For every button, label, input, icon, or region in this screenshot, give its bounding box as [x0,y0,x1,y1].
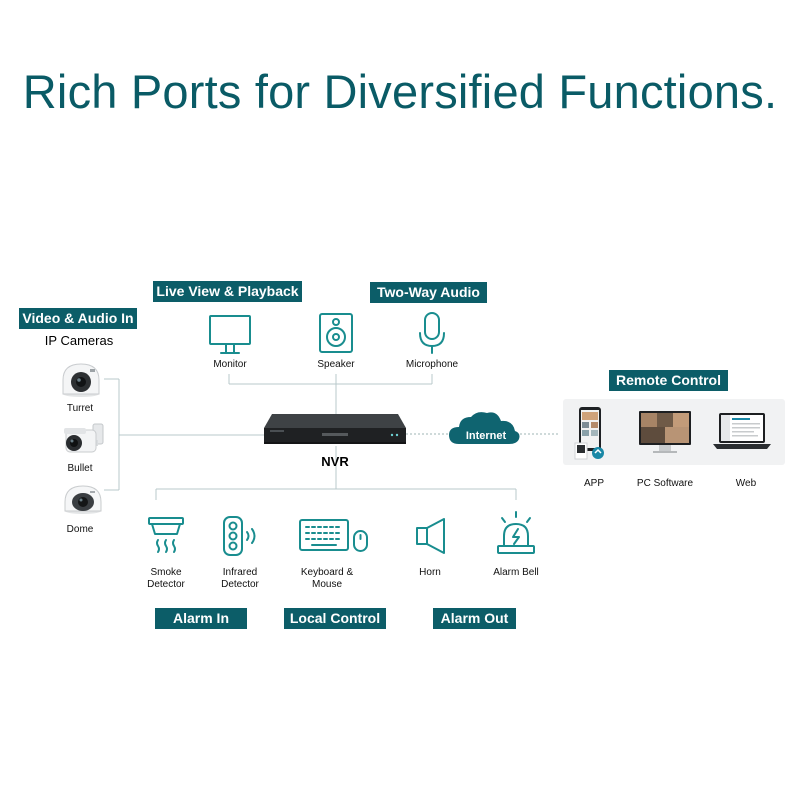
label-web: Web [735,478,757,489]
label-app: APP [583,478,604,489]
nvr-device-icon [264,414,406,444]
smoke-detector-icon [148,517,184,553]
camera-label-dome: Dome [66,524,94,535]
keyboard-mouse-icon [299,519,368,552]
alarm-bell-icon [497,511,535,554]
dome-camera-icon [64,485,102,514]
label-keyboard-mouse: Keyboard & Mouse [300,567,354,590]
label-horn: Horn [419,567,441,578]
label-infrared-detector: Infrared Detector [221,567,259,590]
pc-software-icon [639,411,691,453]
internet-label: Internet [465,430,507,442]
monitor-icon [209,315,251,354]
ip-cameras-heading: IP Cameras [44,333,114,348]
tag-two-way-audio: Two-Way Audio [370,282,487,303]
internet-cloud-icon [449,412,520,444]
page-title: Rich Ports for Diversified Functions. [22,65,778,118]
turret-camera-icon [62,363,100,397]
label-smoke-detector: Smoke Detector [147,567,185,590]
microphone-icon [419,312,445,354]
web-laptop-icon [713,413,771,449]
bullet-camera-icon [64,423,104,453]
camera-label-bullet: Bullet [67,463,93,474]
speaker-icon [319,313,353,353]
horn-icon [416,518,445,554]
tag-video-audio-in: Video & Audio In [19,308,137,329]
label-pc-software: PC Software [636,478,694,489]
nvr-label: NVR [321,454,349,469]
tag-alarm-in: Alarm In [155,608,247,629]
tag-alarm-out: Alarm Out [433,608,516,629]
phone-app-icon [574,407,604,460]
label-speaker: Speaker [317,359,355,370]
tag-remote-control: Remote Control [609,370,728,391]
label-monitor: Monitor [213,359,247,370]
tag-local-control: Local Control [284,608,386,629]
camera-label-turret: Turret [66,403,94,414]
label-alarm-bell: Alarm Bell [493,567,539,578]
infrared-detector-icon [223,516,256,556]
tag-live-view-playback: Live View & Playback [153,281,302,302]
label-microphone: Microphone [405,359,459,370]
